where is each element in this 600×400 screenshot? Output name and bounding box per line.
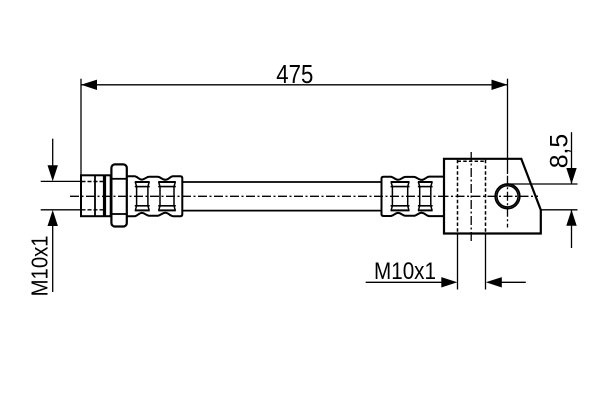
svg-text:M10x1: M10x1: [374, 258, 436, 285]
svg-text:M10x1: M10x1: [27, 235, 53, 296]
svg-text:8,5: 8,5: [546, 134, 574, 169]
svg-text:475: 475: [276, 61, 313, 89]
